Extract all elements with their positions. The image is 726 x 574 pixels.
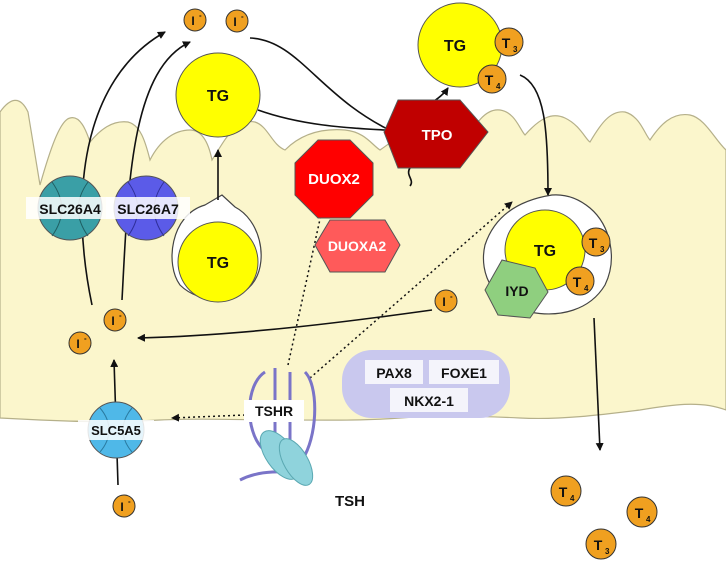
iodide-ion: I - [225,9,249,33]
tshr-label: TSHR [255,403,293,419]
t4-released: T 4 [626,496,658,528]
iyd-label: IYD [505,283,528,299]
dotted-arrows [171,201,513,422]
svg-text:-: - [241,12,244,21]
arrow-slc26a7-up [121,41,191,301]
iodide-ion: I - [112,494,136,518]
slc5a5-label: SLC5A5 [91,423,141,438]
tg-vesicle-label: TG [207,255,229,272]
svg-text:-: - [450,292,453,301]
tg-endosome-label: TG [534,243,556,260]
arrow-iodide-recycle [137,309,433,342]
tpo-anchor [407,167,413,187]
svg-text:T: T [635,505,644,521]
iodide-ion: I - [434,289,458,313]
svg-text:4: 4 [496,82,501,91]
svg-text:T: T [502,35,511,51]
t3-released: T 3 [585,528,617,560]
duoxa2-label: DUOXA2 [328,238,387,254]
tsh-hormone [259,430,314,486]
tg-iodinated-label: TG [444,38,466,55]
slc5a5-transporter [78,401,154,459]
duox2-label: DUOX2 [308,171,360,188]
svg-text:T: T [485,72,494,88]
svg-text:T: T [589,235,598,251]
tg-vesicle-circle [177,221,259,303]
tg-lumen-circle [175,52,261,138]
thyroid-hormones: T 3 T 4 T 3 T 4 T 4 T 4 T [477,27,658,560]
svg-text:I: I [111,314,114,328]
t4-on-endosome-tg: T 4 [565,266,595,296]
slc26a4-label: SLC26A4 [39,201,101,217]
iodide-ions: I - I - I - I - I - I - [68,8,458,518]
svg-text:4: 4 [570,494,575,503]
svg-text:-: - [199,11,202,20]
slc26a7-label: SLC26A7 [117,201,179,217]
svg-text:T: T [573,274,582,290]
pax8-box [365,360,423,384]
arrow-hormone-release [593,317,604,451]
t4-released: T 4 [550,475,582,507]
iodide-ion: I - [68,331,92,355]
svg-text:I: I [233,15,236,29]
svg-text:T: T [594,537,603,553]
tpo-label: TPO [422,127,453,144]
duox2-enzyme [294,139,374,219]
foxe1-label: FOXE1 [441,365,487,381]
svg-text:I: I [120,500,123,514]
duoxa2-protein [314,219,401,273]
svg-text:4: 4 [584,284,589,293]
tpo-enzyme [383,99,489,169]
t3-on-endosome-tg: T 3 [581,227,611,257]
tsh-label: TSH [335,493,365,510]
svg-text:-: - [84,334,87,343]
slc26a4-transporter [26,175,114,241]
tg-lumen-label: TG [207,88,229,105]
svg-text:-: - [128,497,131,506]
svg-text:I: I [442,295,445,309]
svg-text:T: T [559,484,568,500]
nkx21-box [390,388,468,412]
nkx21-label: NKX2-1 [404,393,454,409]
arrow-tg-to-tpo [257,109,386,131]
t3-on-lumen-tg: T 3 [494,27,524,57]
slc26a7-transporter [106,175,190,241]
svg-text:4: 4 [646,515,651,524]
dotted-tshr-to-duox [287,209,325,366]
svg-text:3: 3 [605,547,610,556]
dotted-tshr-to-slc5a5 [171,413,246,422]
pax8-label: PAX8 [376,365,412,381]
svg-text:3: 3 [513,45,518,54]
svg-text:3: 3 [600,245,605,254]
iodide-ion: I - [103,308,127,332]
arrow-iodide-to-tpo [249,37,401,136]
iyd-enzyme [484,259,549,319]
svg-text:-: - [119,311,122,320]
iodide-ion: I - [183,8,207,32]
foxe1-box [429,360,499,384]
svg-text:I: I [191,14,194,28]
tshr-receptor [239,368,317,482]
t4-on-lumen-tg: T 4 [477,64,507,94]
svg-text:I: I [76,337,79,351]
arrow-tg-to-endosome [519,74,552,196]
arrow-slc26a4-up [81,31,166,306]
